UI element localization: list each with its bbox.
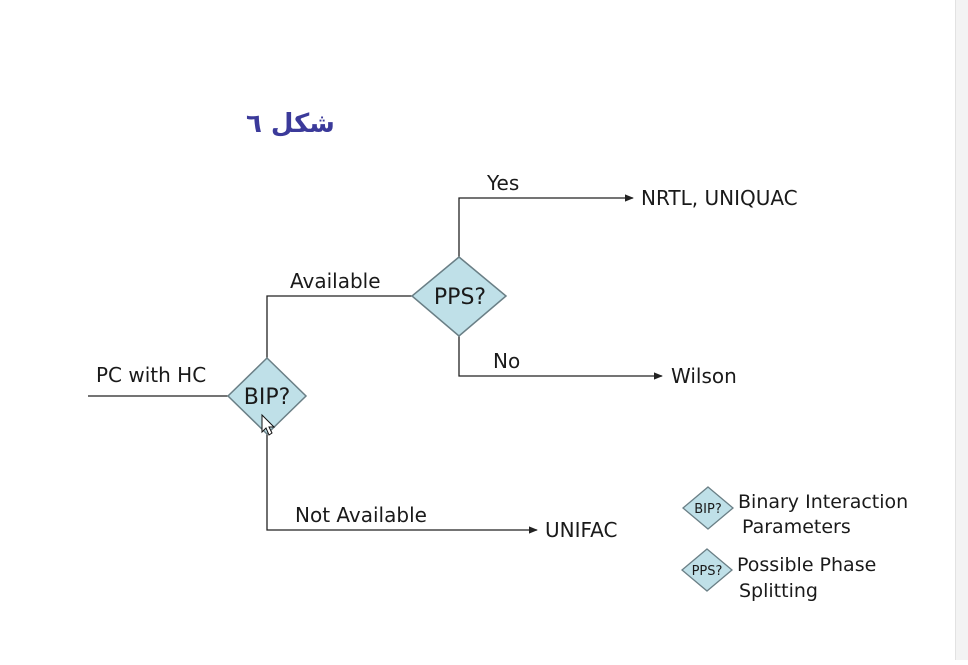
available-line [266,295,413,358]
pps-diamond-shape [410,256,508,337]
legend: BIP? Binary Interaction Parameters PPS? … [680,486,908,602]
legend-bip-line1: Binary Interaction [738,491,908,513]
legend-item-bip: BIP? Binary Interaction Parameters [681,486,908,538]
legend-bip-line2: Parameters [742,516,851,538]
no-label: No [493,349,520,373]
legend-bip-diamond [681,486,735,530]
output-wilson: Wilson [671,364,737,388]
yes-label: Yes [486,171,519,195]
bip-label: BIP? [244,385,291,410]
bip-diamond-shape [226,356,308,436]
pps-label: PPS? [434,285,486,310]
vertical-scrollbar[interactable] [955,0,968,660]
legend-pps-line1: Possible Phase [737,554,876,576]
output-unifac: UNIFAC [545,518,617,542]
legend-pps-line2: Splitting [739,580,818,602]
output-nrtl-uniquac: NRTL, UNIQUAC [641,186,798,210]
not-available-line [266,434,538,534]
bip-decision-node: BIP? [226,356,308,436]
legend-pps-diamond [680,548,734,592]
figure-title: شکل ٦ [246,109,335,139]
pps-decision-node: PPS? [410,256,508,337]
no-line [458,336,663,380]
available-label: Available [290,269,381,293]
yes-line [458,194,634,257]
legend-pps-abbr: PPS? [692,564,723,579]
connector-lines [88,194,663,534]
input-label: PC with HC [96,363,206,387]
mouse-cursor-icon [261,413,276,436]
not-available-label: Not Available [295,503,427,527]
legend-bip-abbr: BIP? [694,502,722,517]
legend-item-pps: PPS? Possible Phase Splitting [680,548,876,602]
